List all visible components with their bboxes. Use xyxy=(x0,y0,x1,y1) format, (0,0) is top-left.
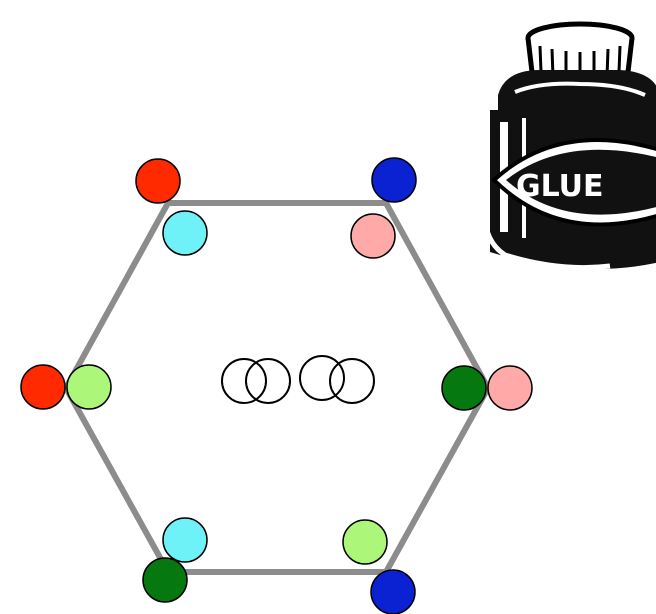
vertex-circle-right-outer xyxy=(487,365,533,411)
vertex-circle-top-right-outer xyxy=(371,157,417,203)
vertex-circle-bottom-left-outer xyxy=(142,557,188,603)
center-ring xyxy=(329,358,375,404)
vertex-circles xyxy=(20,157,533,614)
hexagon-outline xyxy=(63,200,491,575)
vertex-circle-bottom-left-inner xyxy=(162,517,208,563)
vertex-circle-bottom-right-outer xyxy=(370,569,416,614)
vertex-circle-bottom-right-inner xyxy=(342,519,388,565)
center-rings xyxy=(221,355,375,404)
center-ring xyxy=(245,358,291,404)
glue-jar-icon: GLUE xyxy=(482,21,656,271)
vertex-circle-top-left-outer xyxy=(135,158,181,204)
vertex-circle-top-left-inner xyxy=(162,210,208,256)
center-ring xyxy=(221,358,267,404)
vertex-circle-left-inner xyxy=(66,364,112,410)
glue-jar-label: GLUE xyxy=(516,169,604,204)
vertex-circle-left-outer xyxy=(20,364,66,410)
vertex-circle-right-inner xyxy=(441,365,487,411)
center-ring xyxy=(299,355,345,401)
vertex-circle-top-right-inner xyxy=(350,213,396,259)
